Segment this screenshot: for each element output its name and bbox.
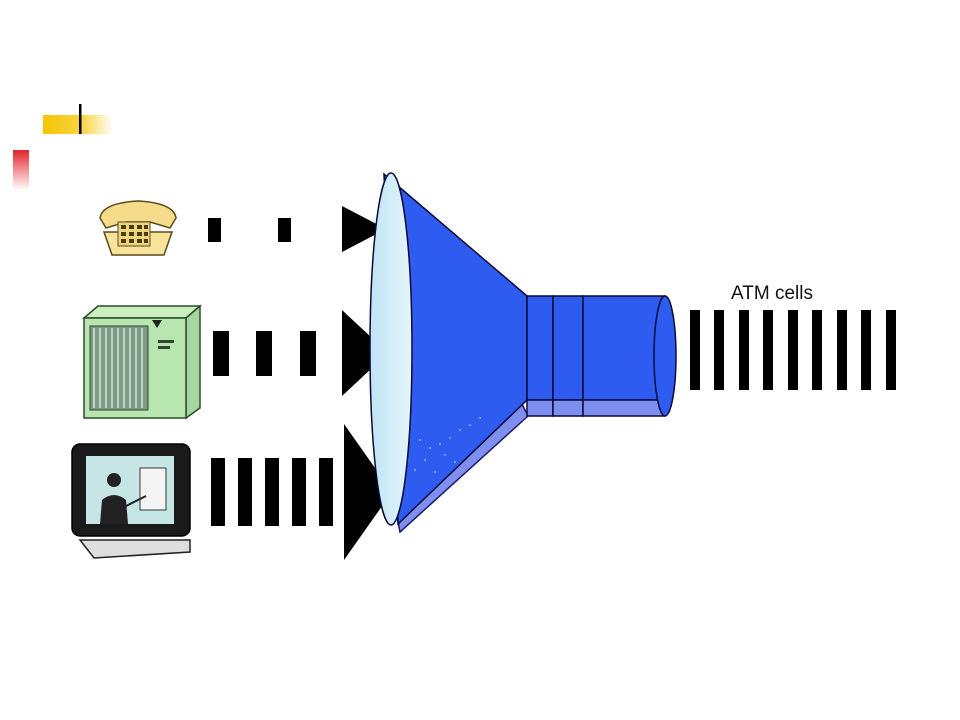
stream-cell xyxy=(238,458,252,526)
stream-arrow xyxy=(342,310,388,396)
atm-cell xyxy=(690,310,700,390)
stream-cell xyxy=(213,331,229,376)
stream-arrow xyxy=(344,424,392,560)
telephone-icon xyxy=(99,200,177,256)
stream-arrow xyxy=(342,206,386,252)
stream-cell xyxy=(265,458,279,526)
atm-cell xyxy=(837,310,847,390)
stream-cell xyxy=(319,458,333,526)
video-stream xyxy=(211,424,392,560)
title-cursor-bar xyxy=(79,104,82,134)
atm-cell xyxy=(763,310,773,390)
stream-cell xyxy=(211,458,225,526)
slide-decoration xyxy=(13,104,113,190)
computer-server-icon xyxy=(81,304,203,420)
stream-cell xyxy=(292,458,306,526)
multiplexer-funnel xyxy=(369,172,677,534)
atm-cell xyxy=(861,310,871,390)
atm-cells-label: ATM cells xyxy=(731,283,813,304)
stream-cell xyxy=(300,331,316,376)
stream-cell xyxy=(256,331,272,376)
yellow-accent-bar xyxy=(43,115,113,134)
computer-stream xyxy=(213,310,388,396)
stream-cell xyxy=(278,218,291,242)
atm-cell xyxy=(886,310,896,390)
video-monitor-icon xyxy=(71,443,191,559)
atm-cells-stream xyxy=(690,310,896,390)
atm-cell xyxy=(714,310,724,390)
atm-cell xyxy=(812,310,822,390)
telephone-stream xyxy=(208,206,386,252)
stream-cell xyxy=(208,218,221,242)
atm-cell xyxy=(739,310,749,390)
red-accent-bar xyxy=(13,150,29,190)
atm-cell xyxy=(788,310,798,390)
